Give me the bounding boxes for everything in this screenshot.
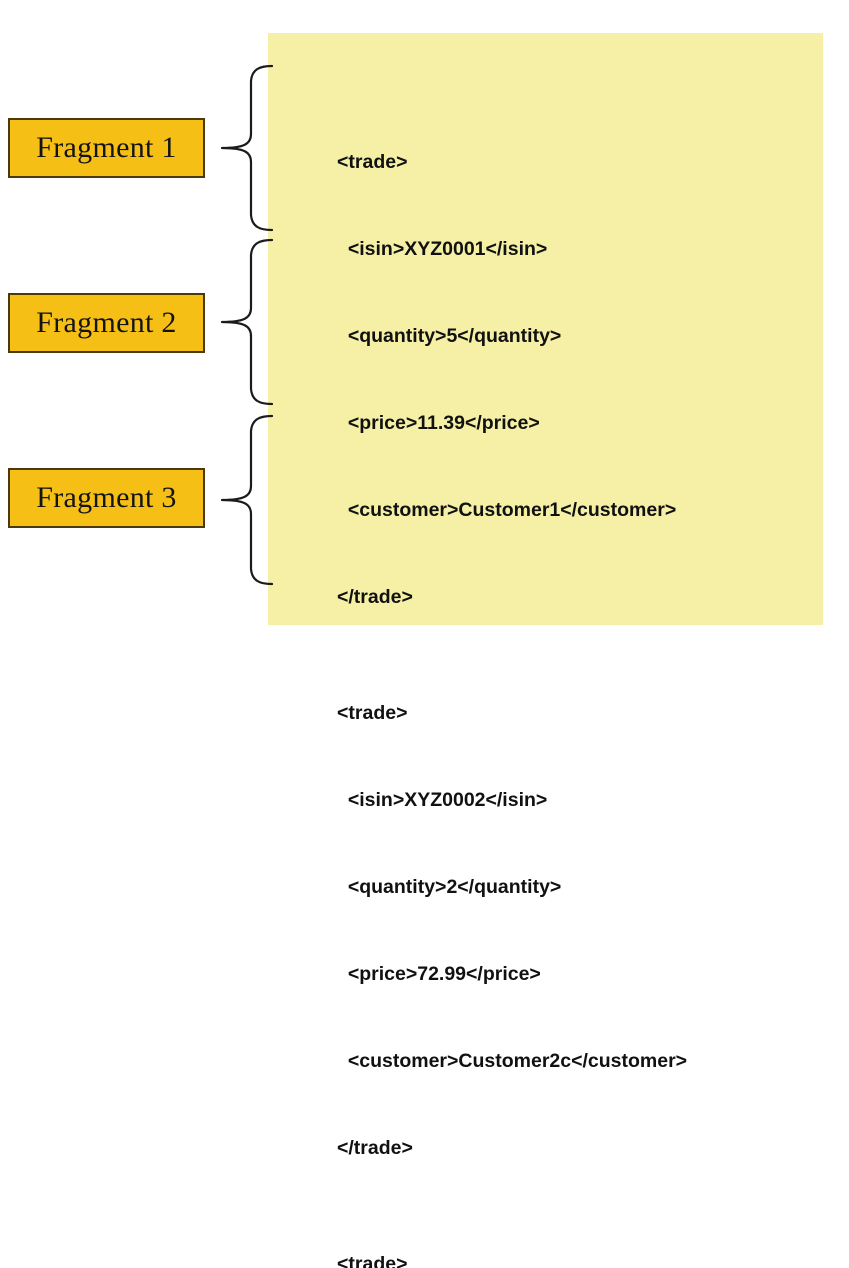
xml-line: <customer>Customer2c</customer> <box>337 1050 688 1072</box>
xml-document-panel: <trade> <isin>XYZ0001</isin> <quantity>5… <box>268 33 823 1268</box>
curly-brace-fragment-3 <box>220 414 274 586</box>
fragment-label-text: Fragment 2 <box>36 306 177 339</box>
xml-line: </trade> <box>337 586 413 608</box>
xml-line: <quantity>5</quantity> <box>337 325 562 347</box>
xml-line: <price>11.39</price> <box>337 412 540 434</box>
xml-code-block: <trade> <isin>XYZ0001</isin> <quantity>5… <box>337 61 687 1268</box>
xml-line: <quantity>2</quantity> <box>337 876 562 898</box>
xml-line: <price>72.99</price> <box>337 963 541 985</box>
fragment-label-box-1: Fragment 1 <box>8 118 205 178</box>
fragment-label-box-2: Fragment 2 <box>8 293 205 353</box>
fragment-label-text: Fragment 3 <box>36 481 177 514</box>
xml-line: <trade> <box>337 702 408 724</box>
curly-brace-fragment-2 <box>220 238 274 406</box>
fragment-diagram: <trade> <isin>XYZ0001</isin> <quantity>5… <box>8 33 823 1268</box>
xml-line: <isin>XYZ0001</isin> <box>337 238 548 260</box>
xml-line: <customer>Customer1</customer> <box>337 499 677 521</box>
xml-line: </trade> <box>337 1137 413 1159</box>
xml-line: <isin>XYZ0002</isin> <box>337 789 548 811</box>
fragment-label-text: Fragment 1 <box>36 131 177 164</box>
fragment-label-box-3: Fragment 3 <box>8 468 205 528</box>
xml-line: <trade> <box>337 1253 408 1268</box>
xml-line: <trade> <box>337 151 408 173</box>
curly-brace-fragment-1 <box>220 64 274 232</box>
